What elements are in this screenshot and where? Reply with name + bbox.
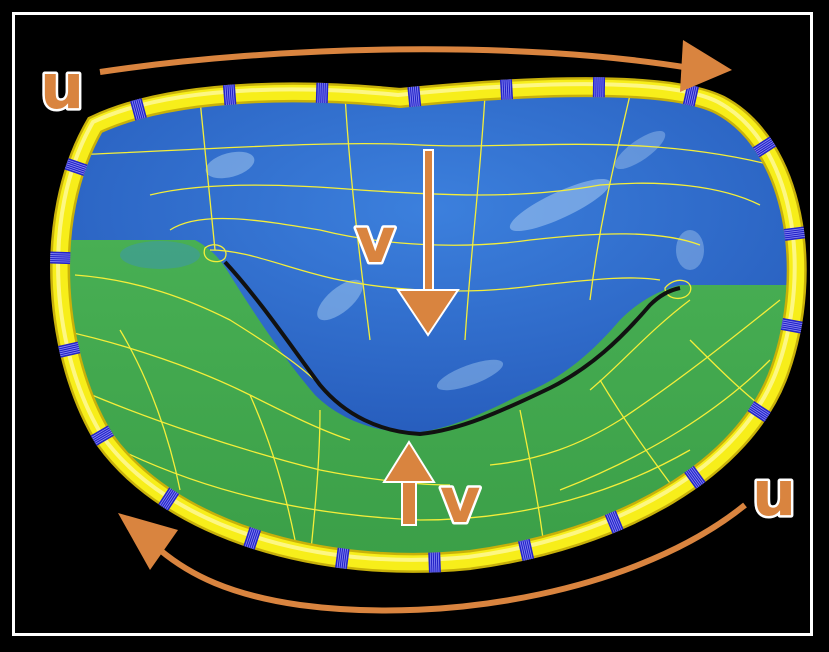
v-label-top: v (355, 204, 395, 277)
suture-marker (592, 77, 606, 98)
suture-marker (682, 84, 699, 107)
suture-marker (752, 136, 777, 158)
suture-marker (90, 425, 114, 446)
suture-marker (428, 552, 441, 573)
white-frame-border (12, 12, 813, 636)
coaptation-line (223, 260, 681, 437)
suture-marker (747, 401, 771, 423)
suture-marker (222, 84, 237, 106)
v-arrow-bottom-head (382, 440, 436, 483)
suture-marker (50, 251, 71, 265)
suture-marker (315, 82, 329, 104)
suture-marker (335, 547, 350, 570)
suture-marker (243, 526, 262, 550)
suture-marker (64, 158, 88, 177)
u-label-bottom: u (752, 457, 796, 530)
suture-marker (158, 487, 180, 511)
v-label-bottom: v (440, 464, 480, 537)
suture-marker (604, 510, 624, 534)
v-arrow-top-head (396, 289, 460, 337)
suture-marker (407, 86, 422, 108)
u-arrow-bottom (158, 502, 747, 614)
u-arrow-top (99, 46, 691, 75)
ring-suture-markers (50, 77, 806, 573)
suture-marker (499, 79, 514, 100)
u-arrow-bottom-head (118, 513, 178, 570)
suture-marker (783, 226, 806, 241)
suture-marker (130, 98, 147, 121)
u-arrow-top-head (680, 40, 732, 92)
arrows (99, 40, 747, 614)
suture-marker (780, 318, 803, 334)
suture-marker (58, 341, 81, 358)
u-label-top: u (40, 50, 84, 123)
v-arrow-top-shaft (423, 149, 434, 291)
suture-marker (518, 538, 535, 562)
suture-marker (684, 465, 706, 489)
mesh-grid (60, 94, 791, 561)
